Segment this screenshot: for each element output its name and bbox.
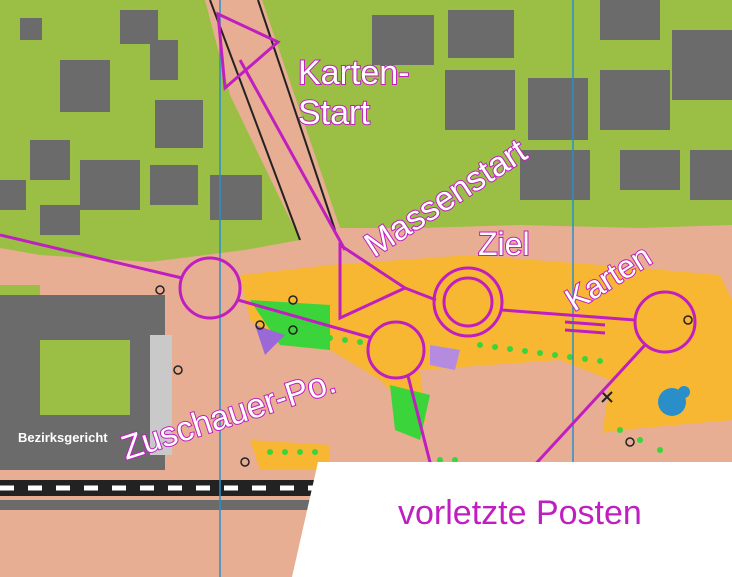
buildings-northwest [0,10,262,235]
course-leg [238,59,347,251]
purple-patch [430,345,460,370]
map-marker-bar [564,328,606,335]
control-circle-east [633,290,697,354]
cross-marker [601,391,613,403]
building [672,30,732,100]
building [20,18,42,40]
building [372,15,434,65]
control-circle [178,256,242,320]
courtyard-green [40,340,130,415]
building [690,150,732,200]
building [620,150,680,190]
course-leg [404,286,437,302]
building [448,10,514,58]
building-annex [150,335,172,455]
building [30,140,70,180]
hedge-dots [267,327,663,463]
label-karten-start-2: Start [298,94,370,132]
course-leg [528,343,647,472]
building [210,175,262,220]
building [155,100,203,148]
water-pond [678,386,690,398]
start-triangle [216,11,281,92]
label-bezirksgericht: Bezirksgericht [18,430,108,445]
building [120,10,158,44]
building [80,160,140,210]
building [520,150,590,200]
label-karten-start-1: Karten- [298,54,410,92]
bright-green-patch [250,300,330,350]
building [600,70,670,130]
building [445,70,515,130]
course-leg [406,375,434,471]
building [150,165,198,205]
course-overprint [0,11,697,472]
callout-box [292,462,732,577]
purple-patch [255,325,285,355]
mass-start-triangle [338,242,409,321]
finish-inner-circle [442,276,494,328]
course-leg [237,298,373,340]
label-vorletzte-posten: vorletzte Posten [398,494,642,532]
building [600,0,660,40]
point-features [155,285,693,467]
railway [0,480,320,496]
open-land-south [250,440,330,470]
paved-area-south [0,510,310,577]
building [40,205,80,235]
buildings-northeast [372,0,732,200]
building [60,60,110,112]
road-edge-west [209,0,301,241]
park-path-area [420,360,610,450]
control-circle-spectator [366,320,426,380]
building [528,78,588,140]
building [0,180,26,210]
course-leg [501,308,636,322]
course-leg [0,233,183,280]
map-marker-bar [564,320,606,327]
building [150,40,178,80]
finish-outer-circle [432,266,504,338]
label-ziel: Ziel [478,226,530,262]
railway-platform [0,500,320,510]
